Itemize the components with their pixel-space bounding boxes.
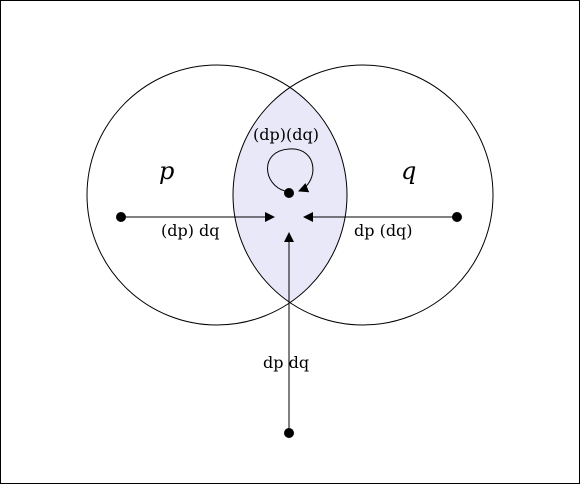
label-p: p [159, 157, 175, 185]
circle-p [86, 64, 348, 326]
label-center-loop: (dp)(dq) [253, 125, 319, 144]
label-bottom-arrow: dp dq [263, 353, 310, 372]
self-loop-arrow [267, 148, 314, 193]
circle-q [232, 64, 494, 326]
point-center [284, 188, 294, 198]
label-left-arrow: (dp) dq [161, 221, 220, 240]
intersection-lens [233, 65, 347, 325]
label-right-arrow: dp (dq) [354, 221, 413, 240]
label-q: q [401, 157, 417, 185]
